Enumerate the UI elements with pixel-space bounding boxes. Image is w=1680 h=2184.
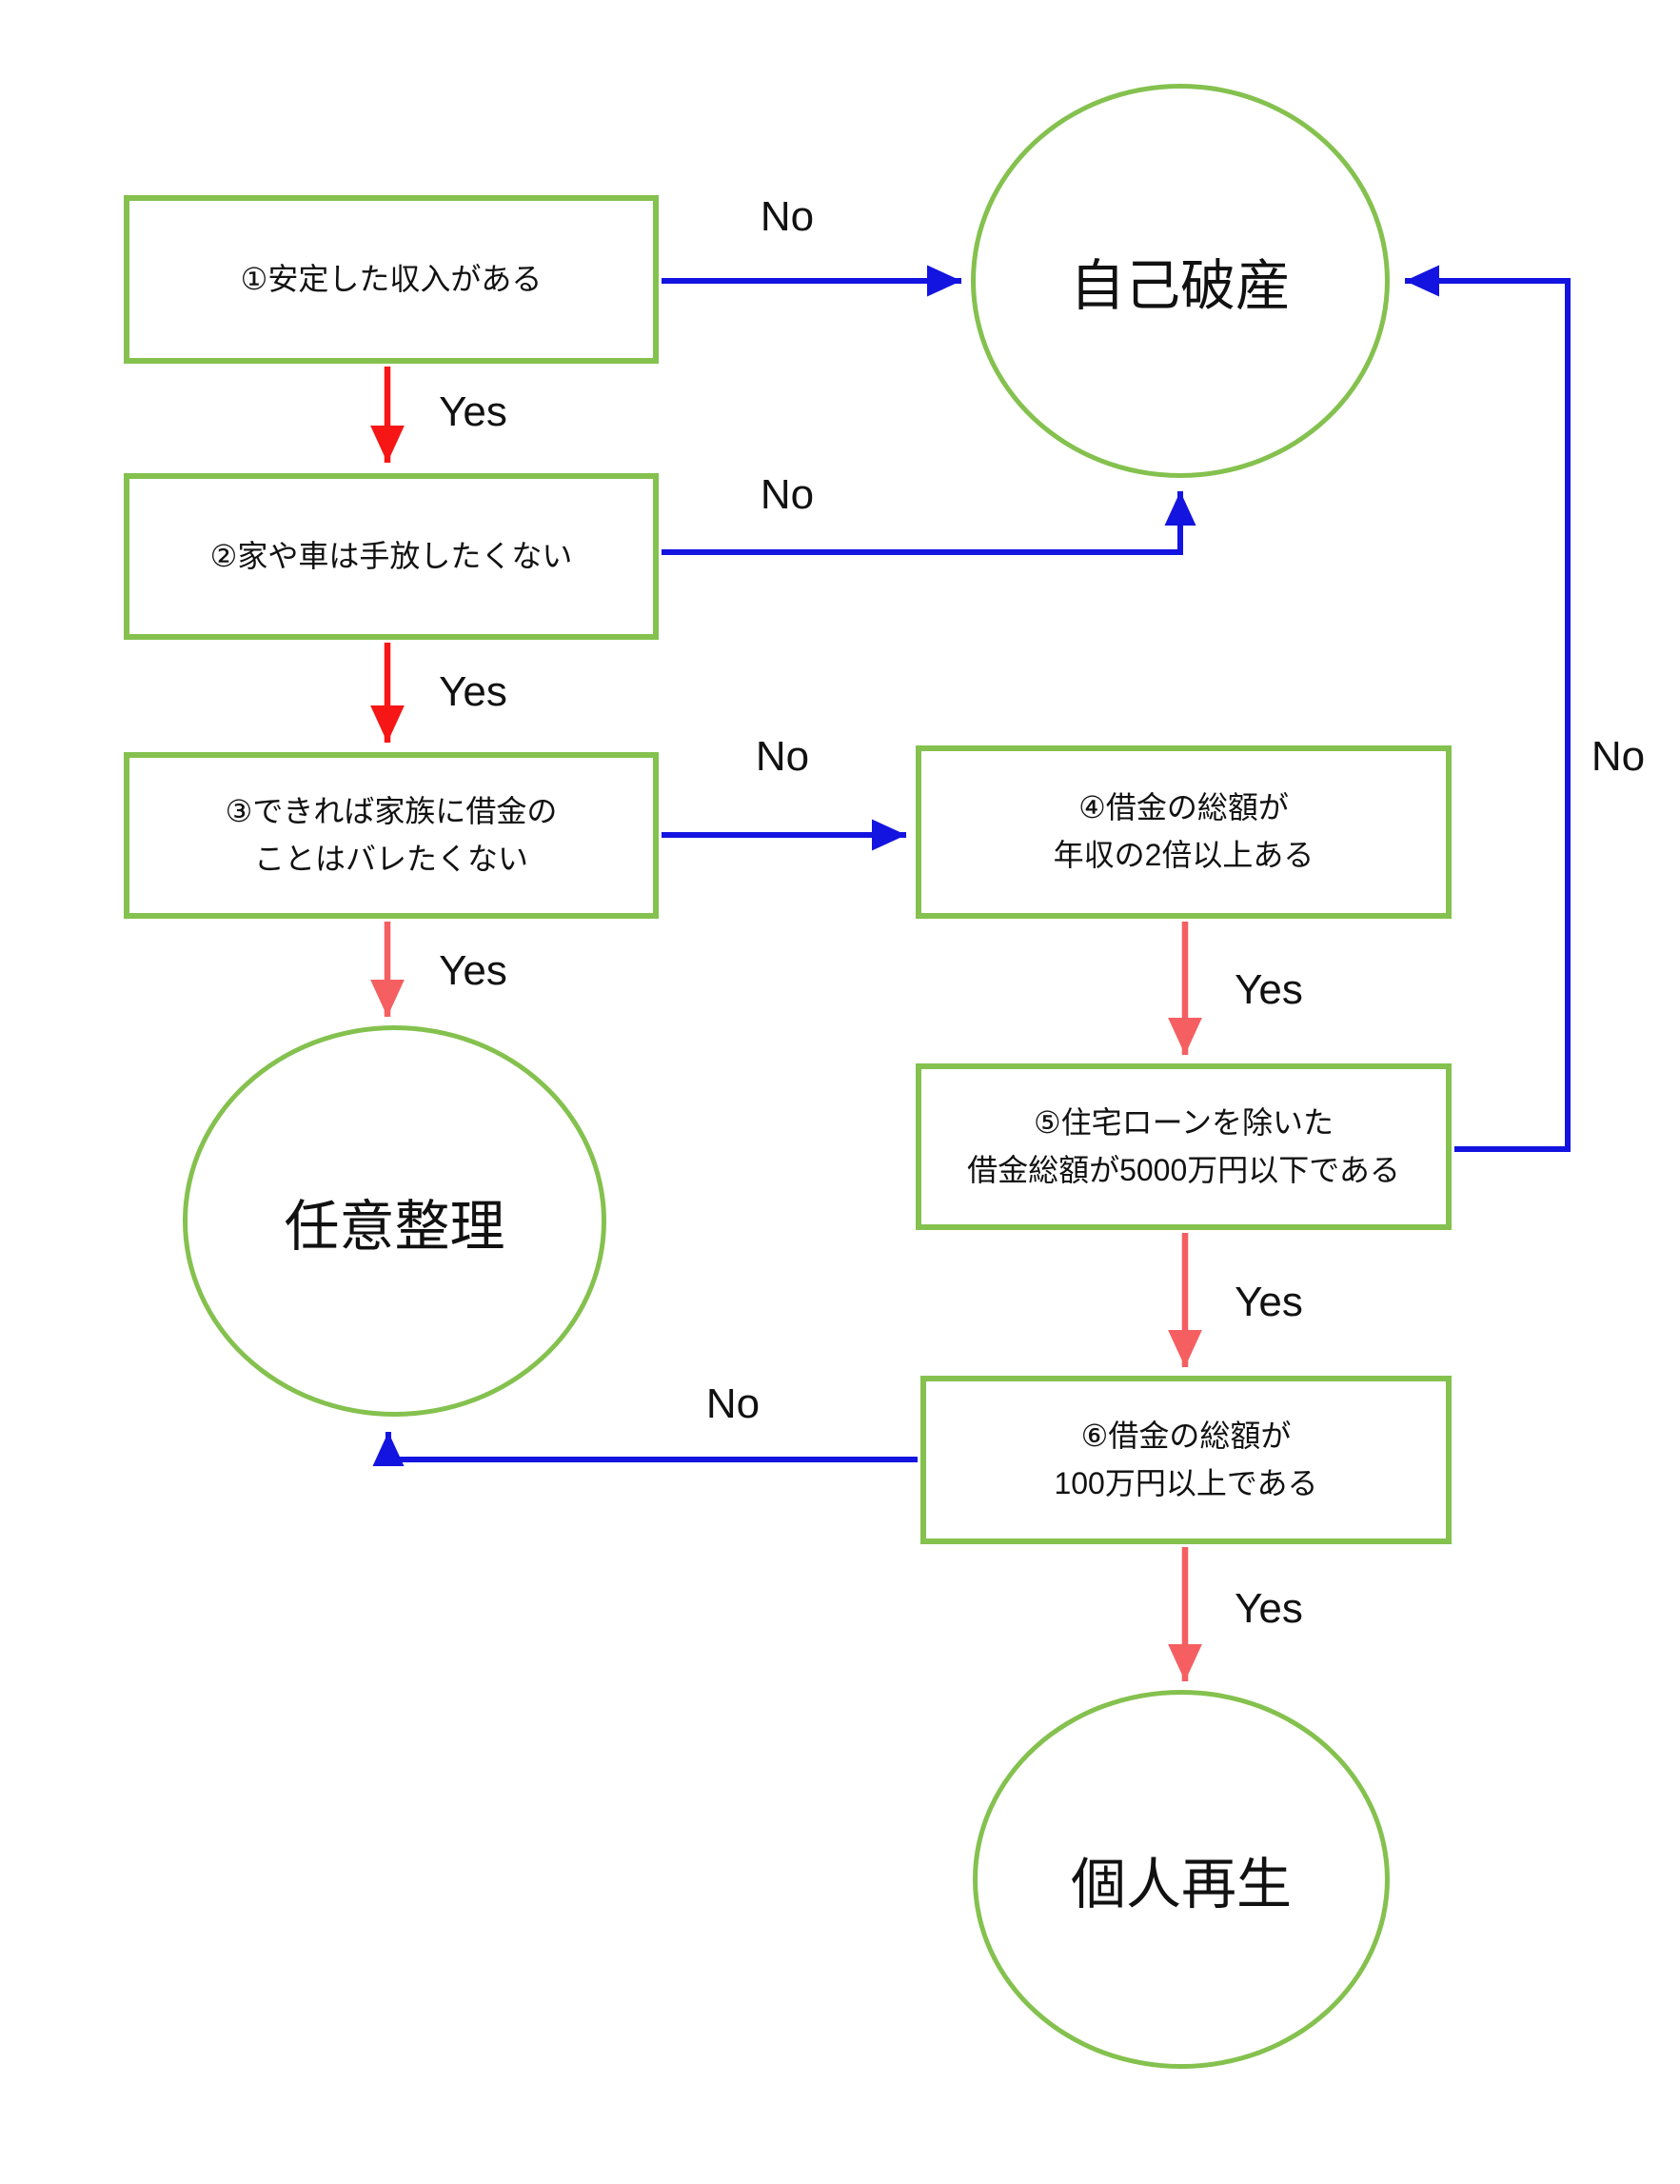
edge-label-no-q1-bankruptcy: No [760, 193, 815, 240]
node-q5-debt-under-50m: ⑤住宅ローンを除いた 借金総額が5000万円以下である [916, 1063, 1452, 1230]
edge-label-yes-q5-q6: Yes [1235, 1279, 1303, 1325]
edge-no-q6-voluntary [372, 1432, 918, 1466]
node-q1-label: ①安定した収入がある [240, 261, 543, 296]
edge-no-q5-bankruptcy [1405, 265, 1571, 1152]
node-q2-keep-house-car: ②家や車は手放したくない [124, 473, 659, 640]
node-bankruptcy-label: 自己破産 [1069, 255, 1291, 317]
node-q2-label: ②家や車は手放したくない [209, 538, 573, 573]
edge-label-yes-q6-rehabilitation: Yes [1235, 1585, 1303, 1632]
edge-label-no-q2-bankruptcy: No [760, 471, 815, 518]
edge-no-q2-bankruptcy [662, 491, 1196, 555]
node-q1-stable-income: ①安定した収入がある [124, 195, 659, 364]
edge-label-yes-q3-voluntary: Yes [439, 947, 507, 994]
edge-label-yes-q1-q2: Yes [439, 388, 507, 435]
node-q4-label: ④借金の総額が 年収の2倍以上ある [1053, 790, 1314, 872]
node-outcome-individual-rehabilitation: 個人再生 [973, 1690, 1390, 2069]
node-q3-label: ③できれば家族に借金の ことはバレたくない [225, 793, 558, 876]
node-rehabilitation-label: 個人再生 [1070, 1854, 1292, 1916]
node-q6-debt-over-1m: ⑥借金の総額が 100万円以上である [920, 1376, 1452, 1544]
node-voluntary-label: 任意整理 [284, 1195, 505, 1258]
edge-label-no-q5-bankruptcy: No [1591, 733, 1646, 780]
node-q6-label: ⑥借金の総額が 100万円以上である [1054, 1418, 1318, 1500]
edge-label-yes-q2-q3: Yes [439, 668, 507, 715]
node-q3-hide-from-family: ③できれば家族に借金の ことはバレたくない [124, 752, 659, 919]
node-outcome-bankruptcy: 自己破産 [971, 84, 1390, 478]
node-outcome-voluntary-arrangement: 任意整理 [183, 1025, 606, 1417]
node-q4-debt-twice-income: ④借金の総額が 年収の2倍以上ある [916, 745, 1452, 919]
edge-label-no-q3-q4: No [755, 733, 810, 780]
edge-label-yes-q4-q5: Yes [1235, 966, 1303, 1013]
edge-label-no-q6-voluntary: No [705, 1380, 761, 1427]
node-q5-label: ⑤住宅ローンを除いた 借金総額が5000万円以下である [967, 1104, 1400, 1187]
